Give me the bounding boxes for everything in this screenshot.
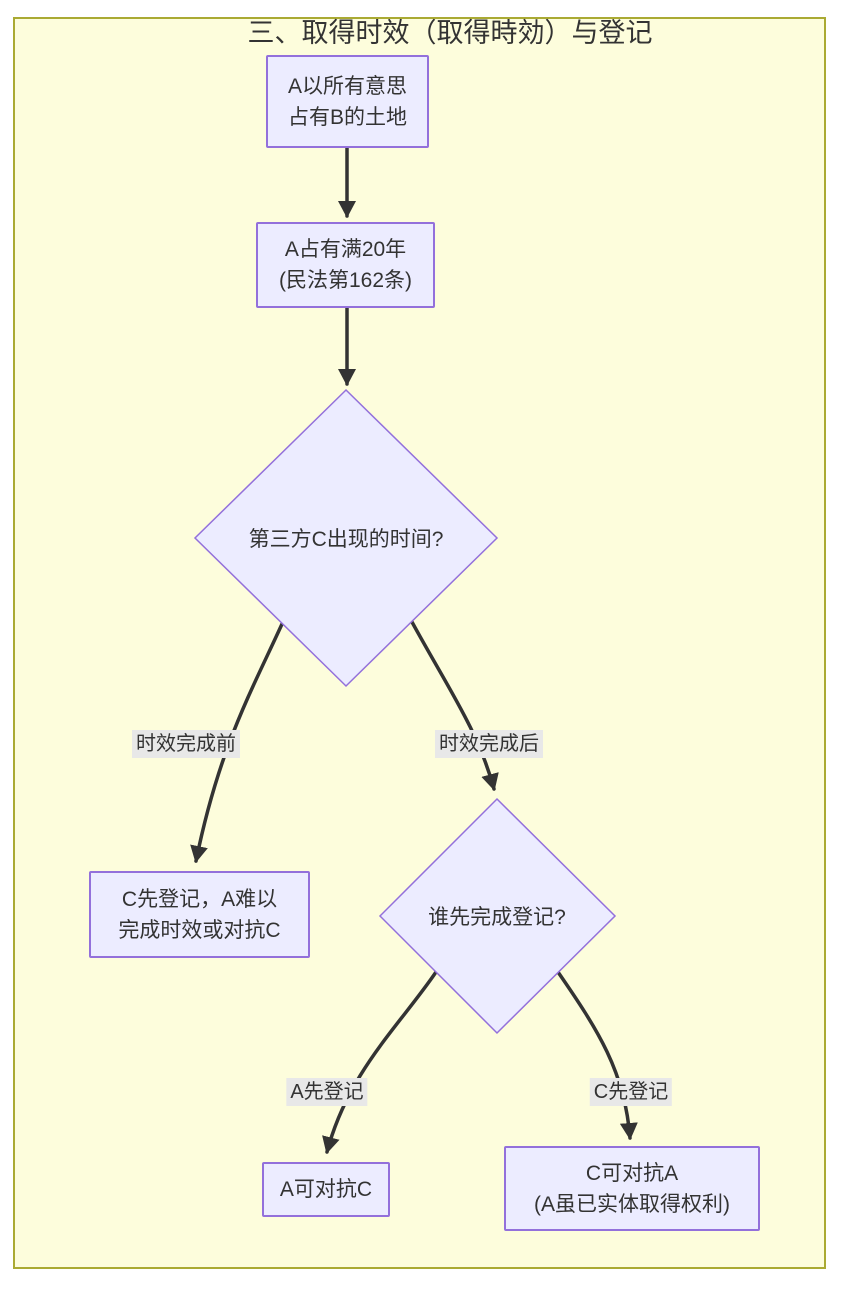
node-c-prevails-line2: (A虽已实体取得权利) [534, 1192, 730, 1216]
decision-timing-label: 第三方C出现的时间? [248, 528, 444, 551]
edge-label-after-completion: 时效完成后 [435, 730, 543, 758]
node-start: A以所有意思 占有B的土地 [266, 55, 429, 148]
node-c-registered-first: C先登记，A难以 完成时效或对抗C [89, 871, 310, 958]
edge-label-c-first: C先登记 [589, 1078, 673, 1106]
decision-register-shape [378, 797, 617, 1035]
node-start-line2: 占有B的土地 [287, 105, 407, 129]
node-c-registered-first-line1: C先登记，A难以 [121, 887, 278, 911]
decision-timing-shape [193, 388, 499, 688]
decision-register-label: 谁先完成登记? [428, 906, 566, 929]
node-occupy-20y-line2: (民法第162条) [278, 269, 413, 292]
node-a-prevails-line1: A可对抗C [279, 1178, 373, 1201]
node-occupy-20y: A占有满20年 (民法第162条) [256, 222, 435, 308]
node-start-line1: A以所有意思 [287, 74, 407, 98]
edge-label-before-completion: 时效完成前 [132, 730, 240, 758]
node-occupy-20y-line1: A占有满20年 [284, 238, 407, 261]
edge-decision-timing-to-decision-register [410, 620, 499, 791]
edge-label-a-first: A先登记 [286, 1078, 368, 1106]
node-c-registered-first-line2: 完成时效或对抗C [118, 918, 281, 942]
edge-decision-timing-to-before-result [190, 622, 284, 863]
node-c-prevails-line1: C可对抗A [585, 1161, 679, 1185]
node-c-prevails: C可对抗A (A虽已实体取得权利) [504, 1146, 760, 1231]
node-a-prevails: A可对抗C [262, 1162, 390, 1217]
edge-decision-register-to-a-prevails [322, 970, 438, 1154]
diagram-title: 三、取得时效（取得時効）与登记 [247, 18, 653, 48]
edge-decision-register-to-c-prevails [556, 970, 638, 1140]
